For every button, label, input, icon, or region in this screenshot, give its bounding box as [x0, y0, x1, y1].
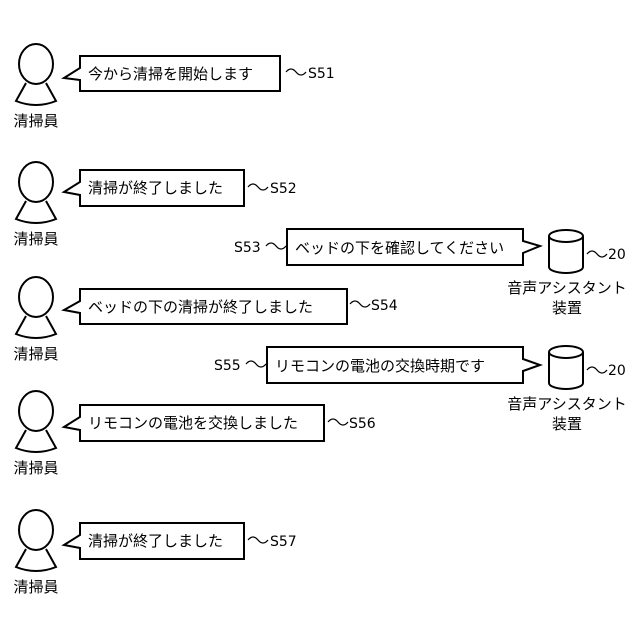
step-label: S52 — [270, 181, 297, 197]
cleaner-figure-2: 清掃員 — [13, 162, 58, 248]
device-label: 装置 — [552, 299, 582, 317]
leader-line — [248, 537, 268, 543]
cleaner-label: 清掃員 — [13, 345, 58, 363]
leader-line — [350, 301, 370, 307]
device-label: 音声アシスタント — [507, 395, 626, 413]
cleaner-figure-5: 清掃員 — [13, 510, 58, 596]
device-label: 装置 — [552, 415, 582, 433]
speech-bubble-s57: 清掃が終了しました S57 — [64, 523, 297, 559]
device-ref-label: 20 — [608, 247, 626, 263]
step-label: S51 — [308, 66, 335, 82]
step-label: S53 — [234, 240, 261, 256]
message-text: 清掃が終了しました — [88, 532, 223, 550]
cleaner-label: 清掃員 — [13, 578, 58, 596]
cleaner-label: 清掃員 — [13, 459, 58, 477]
cylinder-icon — [549, 230, 583, 273]
speech-bubble-s56: リモコンの電池を交換しました S56 — [64, 405, 376, 441]
step-label: S55 — [214, 358, 241, 374]
person-icon — [16, 44, 56, 105]
speech-bubble-s54: ベッドの下の清掃が終了しました S54 — [64, 289, 398, 324]
cleaner-label: 清掃員 — [13, 230, 58, 248]
message-text: ベッドの下の清掃が終了しました — [88, 298, 313, 316]
cleaner-figure-1: 清掃員 — [13, 44, 58, 130]
message-text: リモコンの電池の交換時期です — [275, 357, 485, 375]
person-icon — [16, 277, 56, 338]
cleaner-label: 清掃員 — [13, 112, 58, 130]
device-ref-label: 20 — [608, 363, 626, 379]
person-icon — [16, 510, 56, 571]
leader-line — [286, 69, 306, 75]
device-label: 音声アシスタント — [507, 279, 626, 297]
step-label: S57 — [270, 534, 297, 550]
speech-bubble-s51: 今から清掃を開始します S51 — [64, 56, 335, 91]
leader-line — [587, 251, 607, 257]
leader-line — [328, 419, 348, 425]
cylinder-icon — [549, 346, 583, 389]
person-icon — [16, 391, 56, 452]
message-text: 今から清掃を開始します — [88, 65, 253, 83]
speech-bubble-s55: リモコンの電池の交換時期です S55 — [214, 347, 540, 383]
leader-line — [246, 361, 266, 367]
step-label: S56 — [349, 416, 376, 432]
message-text: リモコンの電池を交換しました — [88, 414, 298, 432]
leader-line — [248, 184, 268, 190]
cleaner-figure-3: 清掃員 — [13, 277, 58, 363]
step-label: S54 — [371, 298, 398, 314]
leader-line — [587, 367, 607, 373]
cleaner-figure-4: 清掃員 — [13, 391, 58, 477]
speech-bubble-s52: 清掃が終了しました S52 — [64, 170, 297, 206]
person-icon — [16, 162, 56, 223]
message-text: ベッドの下を確認してください — [295, 239, 504, 257]
message-text: 清掃が終了しました — [88, 179, 223, 197]
leader-line — [266, 243, 286, 249]
speech-bubble-s53: ベッドの下を確認してください S53 — [234, 229, 540, 265]
